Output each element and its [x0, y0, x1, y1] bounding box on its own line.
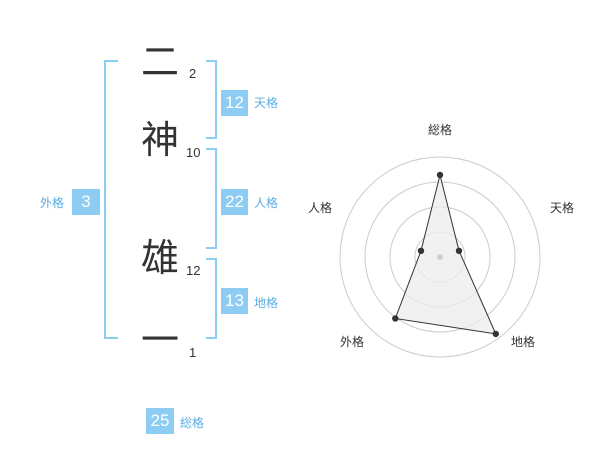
- stroke-count-2: 10: [186, 145, 201, 160]
- radar-center-point: [437, 254, 443, 260]
- chikaku-label: 地格: [254, 296, 279, 310]
- radar-polygon: [394, 174, 497, 335]
- fortune-radar-chart: [339, 156, 541, 358]
- stroke-count-4: 1: [189, 345, 197, 360]
- radar-label-jinkaku: 人格: [308, 201, 333, 215]
- radar-label-chikaku: 地格: [511, 335, 536, 349]
- soukaku-value: 25: [146, 408, 174, 434]
- radar-ring: [339, 156, 541, 358]
- chikaku-value: 13: [221, 288, 248, 314]
- tenkaku-value: 12: [221, 90, 248, 116]
- radar-label-tenkaku: 天格: [550, 201, 575, 215]
- radar-point: [455, 247, 463, 254]
- tenkaku-bracket: [206, 60, 217, 139]
- stroke-count-1: 2: [189, 66, 197, 81]
- stroke-count-3: 12: [186, 263, 201, 278]
- name-char-2: 神: [140, 118, 179, 162]
- name-char-1: 二: [140, 40, 179, 84]
- radar-point: [417, 247, 425, 254]
- radar-point: [392, 315, 399, 322]
- jinkaku-bracket: [206, 148, 217, 249]
- radar-point: [436, 171, 444, 179]
- gaikaku-bracket: [104, 60, 118, 339]
- jinkaku-value: 22: [221, 189, 248, 215]
- radar-label-soukaku: 総格: [428, 123, 453, 137]
- radar-point: [492, 330, 499, 338]
- gaikaku-value: 3: [72, 189, 100, 215]
- chikaku-bracket: [206, 258, 217, 339]
- name-char-4: 一: [140, 318, 179, 362]
- jinkaku-label: 人格: [254, 196, 279, 210]
- tenkaku-label: 天格: [254, 96, 279, 110]
- gaikaku-label: 外格: [40, 196, 65, 210]
- radar-label-gaikaku: 外格: [340, 335, 365, 349]
- name-char-3: 雄: [140, 236, 179, 280]
- soukaku-label: 総格: [180, 416, 205, 430]
